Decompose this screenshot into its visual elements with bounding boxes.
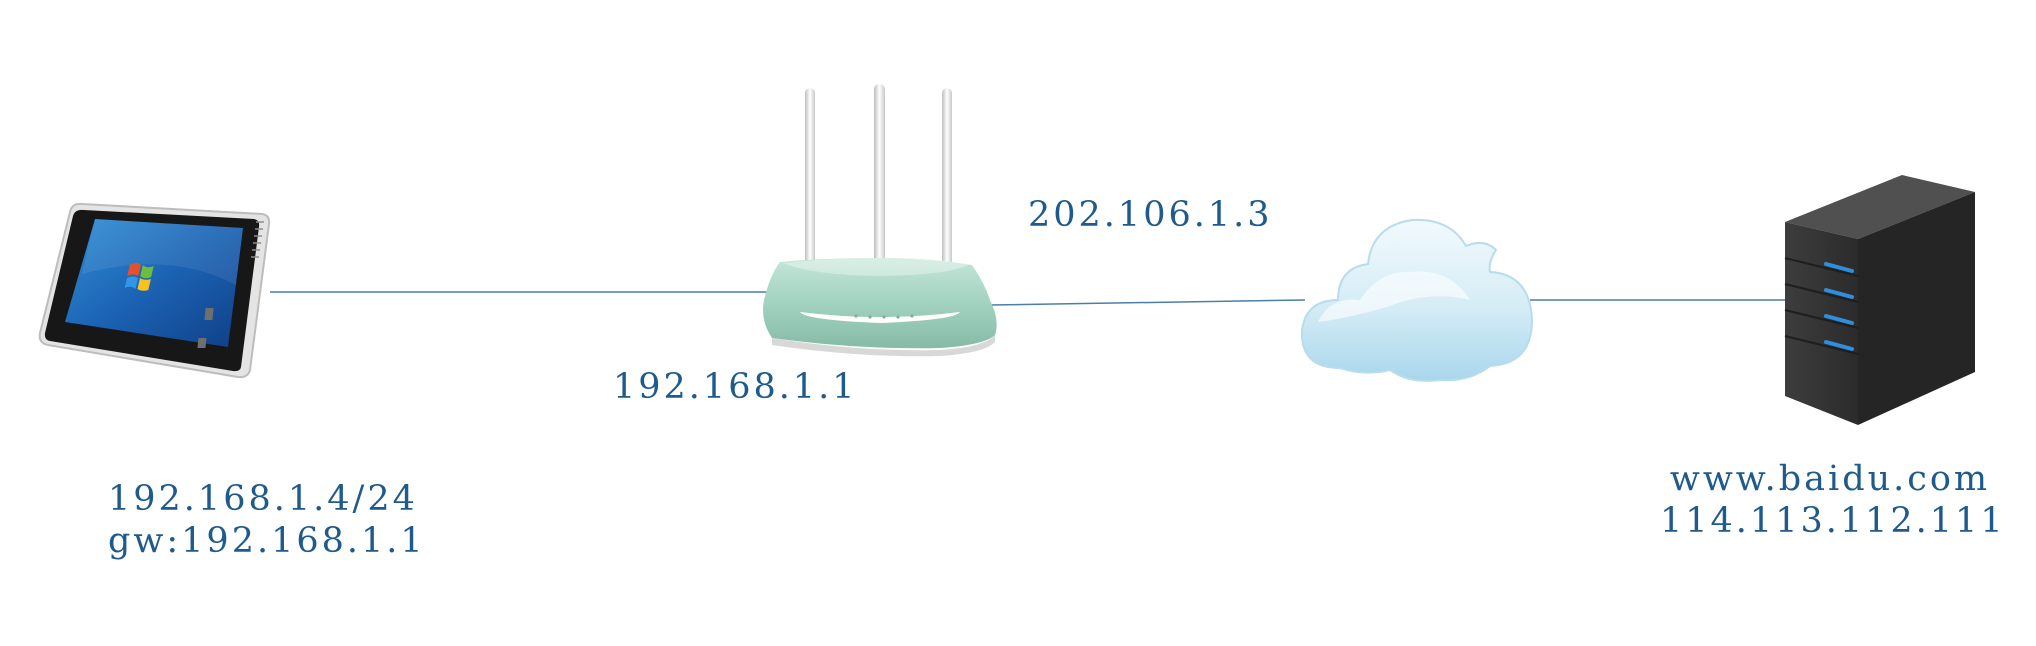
- server-hostname-label: www.baidu.com: [1669, 459, 1991, 499]
- tablet-icon: [38, 202, 271, 379]
- router-wan-ip-label: 202.106.1.3: [1028, 195, 1273, 235]
- server-icon: [1784, 175, 1975, 425]
- vent-grille: [251, 221, 264, 258]
- windows-logo-icon: [124, 263, 154, 291]
- link-router-cloud: [989, 299, 1306, 306]
- router-status-leds: [854, 314, 914, 319]
- drive-bays: [1784, 257, 1859, 355]
- server-led-icon: [1824, 262, 1854, 351]
- tablet-ip-label: 192.168.1.4/24: [108, 479, 418, 519]
- server-ip-label: 114.113.112.111: [1660, 501, 2006, 541]
- tablet-gateway-label: gw:192.168.1.1: [108, 521, 426, 561]
- router-lan-ip-label: 192.168.1.1: [613, 367, 858, 407]
- cloud-icon: [1300, 218, 1534, 382]
- router-icon: [763, 84, 997, 357]
